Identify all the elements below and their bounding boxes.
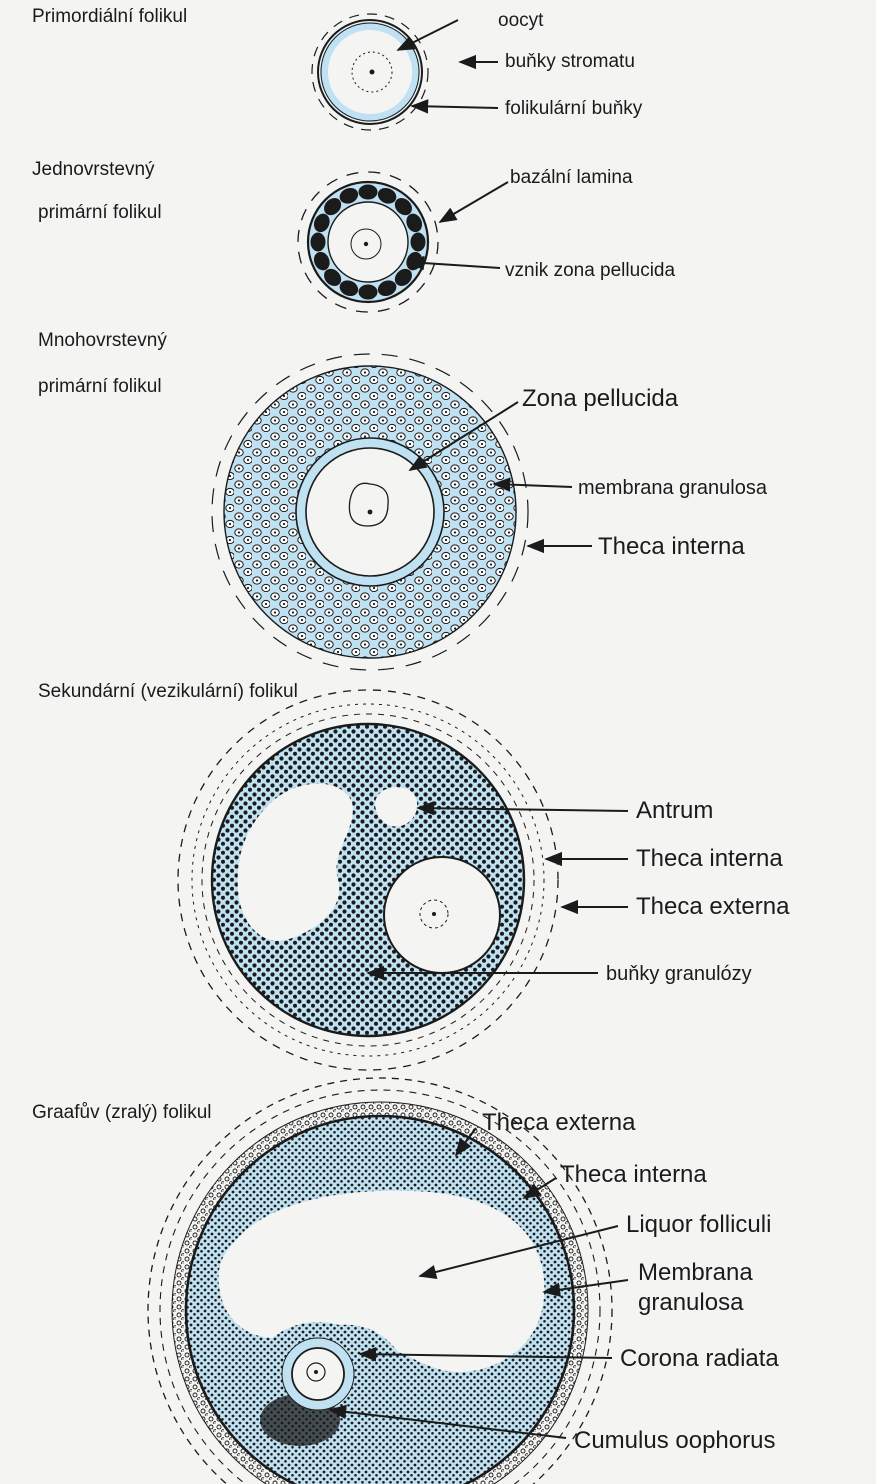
label-membrana-granulosa: membrana granulosa: [578, 477, 768, 499]
follicular-cell: [411, 233, 425, 251]
label-theca-interna: Theca interna: [598, 533, 745, 560]
label-liquor-folliculi: Liquor folliculi: [626, 1211, 771, 1238]
label-zona-pellucida: Zona pellucida: [522, 385, 679, 412]
label-oocyte: oocyt: [498, 10, 544, 31]
label-granulosa-cells: buňky granulózy: [606, 963, 752, 985]
primordial-follicle-drawing: [312, 14, 428, 130]
graafian-title: Graafův (zralý) folikul: [32, 1102, 212, 1123]
follicular-cell: [359, 285, 377, 299]
oocyte: [292, 1348, 344, 1400]
multilaminar-follicle-group: Mnohovrstevný primární folikul Zona pell…: [38, 330, 768, 670]
label-cumulus-oophorus: Cumulus oophorus: [574, 1427, 775, 1454]
label-theca-interna: Theca interna: [636, 845, 783, 872]
arrow-basal-lamina: [440, 182, 508, 222]
arrow-follicular: [412, 106, 498, 108]
label-antrum: Antrum: [636, 797, 713, 824]
oocyte: [328, 202, 408, 282]
graafian-follicle-group: Graafův (zralý) folikul Theca externa Th…: [32, 1078, 779, 1484]
label-theca-externa: Theca externa: [636, 893, 790, 920]
label-follicular-cells: folikulární buňky: [505, 98, 643, 119]
label-membrana-line2: granulosa: [638, 1289, 744, 1316]
label-theca-interna: Theca interna: [560, 1161, 707, 1188]
unilaminar-title-line2: primární folikul: [38, 202, 162, 223]
primordial-title: Primordiální folikul: [32, 6, 187, 27]
label-basal-lamina: bazální lamina: [510, 167, 633, 188]
secondary-follicle-group: Sekundární (vezikulární) folikul Antrum …: [38, 681, 790, 1070]
multilaminar-follicle-drawing: [212, 354, 528, 670]
follicular-cell: [359, 185, 377, 199]
unilaminar-follicle-group: Jednovrstevný primární folikul bazální l…: [32, 159, 675, 312]
primordial-follicle-group: Primordiální folikul oocyt buňky stromat…: [32, 6, 643, 130]
multilaminar-title-line2: primární folikul: [38, 376, 162, 397]
label-theca-externa: Theca externa: [482, 1109, 636, 1136]
unilaminar-follicle-drawing: [298, 172, 438, 312]
oocyte: [384, 857, 500, 973]
multilaminar-title-line1: Mnohovrstevný: [38, 330, 167, 351]
secondary-follicle-drawing: [178, 690, 558, 1070]
nucleolus: [370, 70, 375, 75]
label-stroma-cells: buňky stromatu: [505, 51, 635, 72]
graafian-follicle-drawing: [148, 1078, 612, 1484]
unilaminar-title-line1: Jednovrstevný: [32, 159, 155, 180]
secondary-title: Sekundární (vezikulární) folikul: [38, 681, 298, 702]
follicular-cell: [311, 233, 325, 251]
label-membrana-line1: Membrana: [638, 1259, 753, 1286]
label-zona-origin: vznik zona pellucida: [505, 260, 675, 281]
label-corona-radiata: Corona radiata: [620, 1345, 779, 1372]
